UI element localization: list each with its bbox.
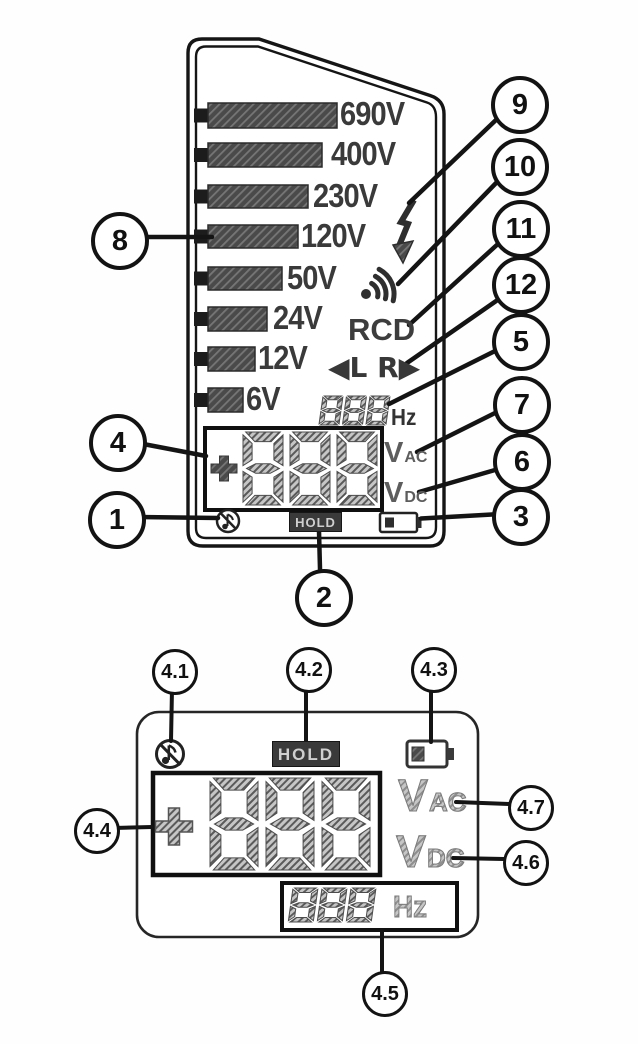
hz-unit-label-large: Hz (393, 889, 428, 924)
callout-4: 4 (89, 414, 147, 472)
leader-lines-bottom (112, 686, 511, 974)
callout-6: 6 (493, 433, 551, 491)
rcd-label: RCD (348, 312, 416, 347)
main-display-digits-large (209, 777, 371, 871)
callout-4-5: 4.5 (362, 971, 408, 1017)
hold-badge: HOLD (289, 512, 342, 532)
voltage-bar-6v (207, 387, 244, 413)
callout-4-6: 4.6 (503, 840, 549, 886)
lightning-bolt-icon (391, 198, 417, 265)
voltage-bar-230v (207, 184, 309, 209)
phase-rotation-label: ◀L R▶ (328, 351, 421, 384)
plus-sign (210, 455, 238, 482)
voltage-bars (207, 102, 338, 413)
vibration-sound-icon (361, 266, 397, 304)
frequency-digits-large (287, 887, 377, 923)
voltage-bar-400v (207, 142, 323, 168)
callout-4-1: 4.1 (152, 649, 198, 695)
callout-5: 5 (492, 313, 550, 371)
voltage-bar-stubs (194, 108, 209, 407)
scale-label-24v: 24V (273, 299, 323, 336)
voltage-bar-690v (207, 102, 338, 129)
plus-sign-large (154, 807, 194, 846)
callout-4-4: 4.4 (74, 808, 120, 854)
main-display-digits (242, 431, 378, 506)
scale-label-230v: 230V (313, 177, 378, 214)
hold-badge-large: HOLD (272, 741, 340, 767)
leader-lines-top (135, 116, 502, 572)
hz-unit-label: Hz (391, 404, 417, 430)
scale-label-6v: 6V (246, 380, 281, 417)
mute-buzzer-icon-large (155, 739, 185, 769)
battery-icon-large (405, 739, 454, 769)
tester-outline-inner (194, 45, 438, 540)
voltage-bar-24v (207, 306, 268, 332)
voltage-bar-50v (207, 266, 283, 291)
callout-7: 7 (493, 376, 551, 434)
scale-label-400v: 400V (331, 135, 396, 172)
callout-4-2: 4.2 (286, 647, 332, 693)
callout-2: 2 (295, 569, 353, 627)
callout-4-7: 4.7 (508, 785, 554, 831)
callout-8: 8 (91, 212, 149, 270)
callout-9: 9 (491, 76, 549, 134)
callout-12: 12 (492, 256, 550, 314)
voltage-bar-120v (207, 224, 299, 249)
battery-icon (378, 511, 422, 534)
callout-4-3: 4.3 (411, 647, 457, 693)
scale-label-120v: 120V (301, 217, 366, 254)
callout-1: 1 (88, 491, 146, 549)
callout-11: 11 (492, 200, 550, 258)
scale-label-690v: 690V (340, 95, 405, 132)
scale-label-50v: 50V (287, 259, 337, 296)
mute-buzzer-icon (215, 508, 241, 534)
scale-label-12v: 12V (258, 339, 308, 376)
callout-10: 10 (491, 138, 549, 196)
callout-3: 3 (492, 488, 550, 546)
voltage-bar-12v (207, 346, 256, 372)
frequency-digits (318, 395, 391, 426)
